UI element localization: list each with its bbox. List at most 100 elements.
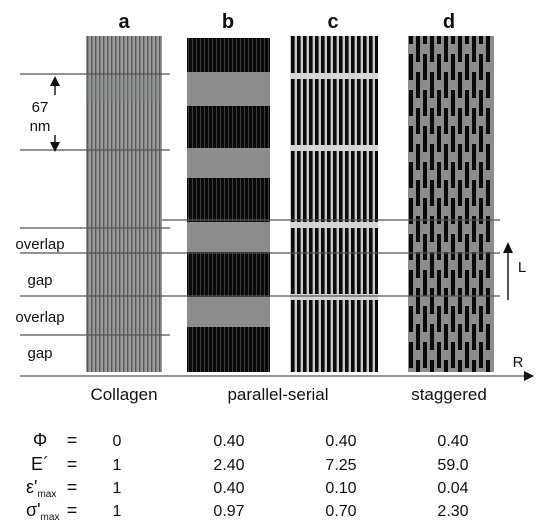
mineral-block-stripe (256, 106, 257, 148)
protein-block (187, 72, 270, 106)
mineral-block-stripe (204, 178, 205, 222)
staggered-platelet (423, 234, 427, 260)
mineral-block-stripe (236, 178, 237, 222)
mineral-block-stripe (208, 178, 209, 222)
staggered-platelet (486, 108, 490, 134)
mineral-block-stripe (232, 38, 233, 72)
staggered-platelet (451, 90, 455, 116)
row-value-d: 0.04 (437, 480, 468, 497)
collagen-fibril-stripe (107, 36, 109, 372)
staggered-platelet (437, 306, 441, 332)
staggered-platelet (409, 198, 413, 224)
staggered-platelet (416, 216, 420, 242)
mineral-block-stripe (248, 106, 249, 148)
mineral-block-stripe (216, 178, 217, 222)
mineral-block-stripe (224, 106, 225, 148)
staggered-platelet (423, 198, 427, 224)
staggered-platelet (486, 36, 490, 62)
staggered-platelet (430, 36, 434, 62)
staggered-platelet (486, 144, 490, 170)
mineral-block-stripe (188, 38, 189, 72)
mineral-block-stripe (252, 106, 253, 148)
mineral-block-stripe (216, 38, 217, 72)
row-equals: = (67, 500, 78, 520)
mineral-block-stripe (232, 252, 233, 297)
staggered-platelet (416, 360, 420, 372)
staggered-platelet (416, 72, 420, 98)
mineral-block-stripe (204, 327, 205, 372)
scale-label-unit: nm (30, 118, 51, 135)
mineral-block-stripe (220, 38, 221, 72)
mineral-block-stripe (252, 252, 253, 297)
staggered-platelet (472, 252, 476, 278)
region-label-overlap-1: overlap (15, 236, 64, 253)
staggered-platelet (465, 198, 469, 224)
staggered-platelet (409, 36, 413, 44)
mineral-block-stripe (244, 252, 245, 297)
staggered-platelet (486, 324, 490, 350)
row-symbol-main: ε' (26, 477, 37, 497)
staggered-platelet (479, 162, 483, 188)
lines-layer (20, 73, 528, 377)
staggered-platelet (437, 126, 441, 152)
mineral-block-stripe (260, 252, 261, 297)
staggered-platelet (437, 198, 441, 224)
row-symbol: ε'max (26, 477, 56, 500)
mineral-block-stripe (232, 178, 233, 222)
mineral-block-stripe (260, 327, 261, 372)
staggered-platelet (409, 126, 413, 152)
mineral-block-stripe (204, 38, 205, 72)
mineral-block-stripe (204, 106, 205, 148)
mineral-block-stripe (220, 252, 221, 297)
mineral-block-stripe (216, 106, 217, 148)
staggered-platelet (479, 270, 483, 296)
row-value-c: 0.70 (325, 503, 356, 520)
platelet-stripe (327, 36, 331, 372)
staggered-platelet (444, 252, 448, 278)
staggered-platelet (479, 198, 483, 224)
mineral-block-stripe (228, 38, 229, 72)
staggered-platelet (409, 342, 413, 368)
platelet-stripe (333, 36, 337, 372)
row-value-d: 2.30 (437, 503, 468, 520)
mineral-block-stripe (212, 106, 213, 148)
column-a-collagen (86, 36, 162, 372)
region-label-gap-2: gap (27, 345, 52, 362)
mineral-block-stripe (268, 327, 269, 372)
protein-block (187, 222, 270, 252)
staggered-platelet (430, 252, 434, 278)
mineral-block-stripe (192, 106, 193, 148)
mineral-block-stripe (236, 327, 237, 372)
l-axis-arrow-head (503, 242, 513, 253)
panel-letter-b: b (222, 11, 234, 33)
collagen-fibril-stripe (151, 36, 153, 372)
staggered-platelet (416, 180, 420, 206)
mineral-block-stripe (188, 178, 189, 222)
staggered-platelet (451, 36, 455, 44)
mineral-block-stripe (220, 178, 221, 222)
staggered-platelet (465, 90, 469, 116)
collagen-fibril-stripe (111, 36, 113, 372)
collagen-fibril-stripe (139, 36, 141, 372)
staggered-platelet (409, 162, 413, 188)
collagen-fibril-stripe (99, 36, 101, 372)
staggered-platelet (444, 288, 448, 314)
staggered-platelet (416, 108, 420, 134)
staggered-platelet (458, 360, 462, 372)
mineral-block-stripe (264, 252, 265, 297)
mineral-block-stripe (196, 38, 197, 72)
mineral-block-stripe (240, 327, 241, 372)
staggered-platelet (486, 288, 490, 314)
mineral-block-stripe (248, 38, 249, 72)
mineral-block-stripe (232, 327, 233, 372)
staggered-platelet (465, 306, 469, 332)
row-symbol: σ'max (26, 500, 59, 523)
staggered-platelet (458, 180, 462, 206)
row-equals: = (67, 454, 78, 474)
mineral-block-stripe (192, 327, 193, 372)
staggered-platelet (451, 306, 455, 332)
table-row: σ'max = 1 0.97 0.70 2.30 (26, 500, 469, 523)
mineral-block-stripe (188, 252, 189, 297)
mineral-block-stripe (248, 178, 249, 222)
staggered-platelet (458, 72, 462, 98)
